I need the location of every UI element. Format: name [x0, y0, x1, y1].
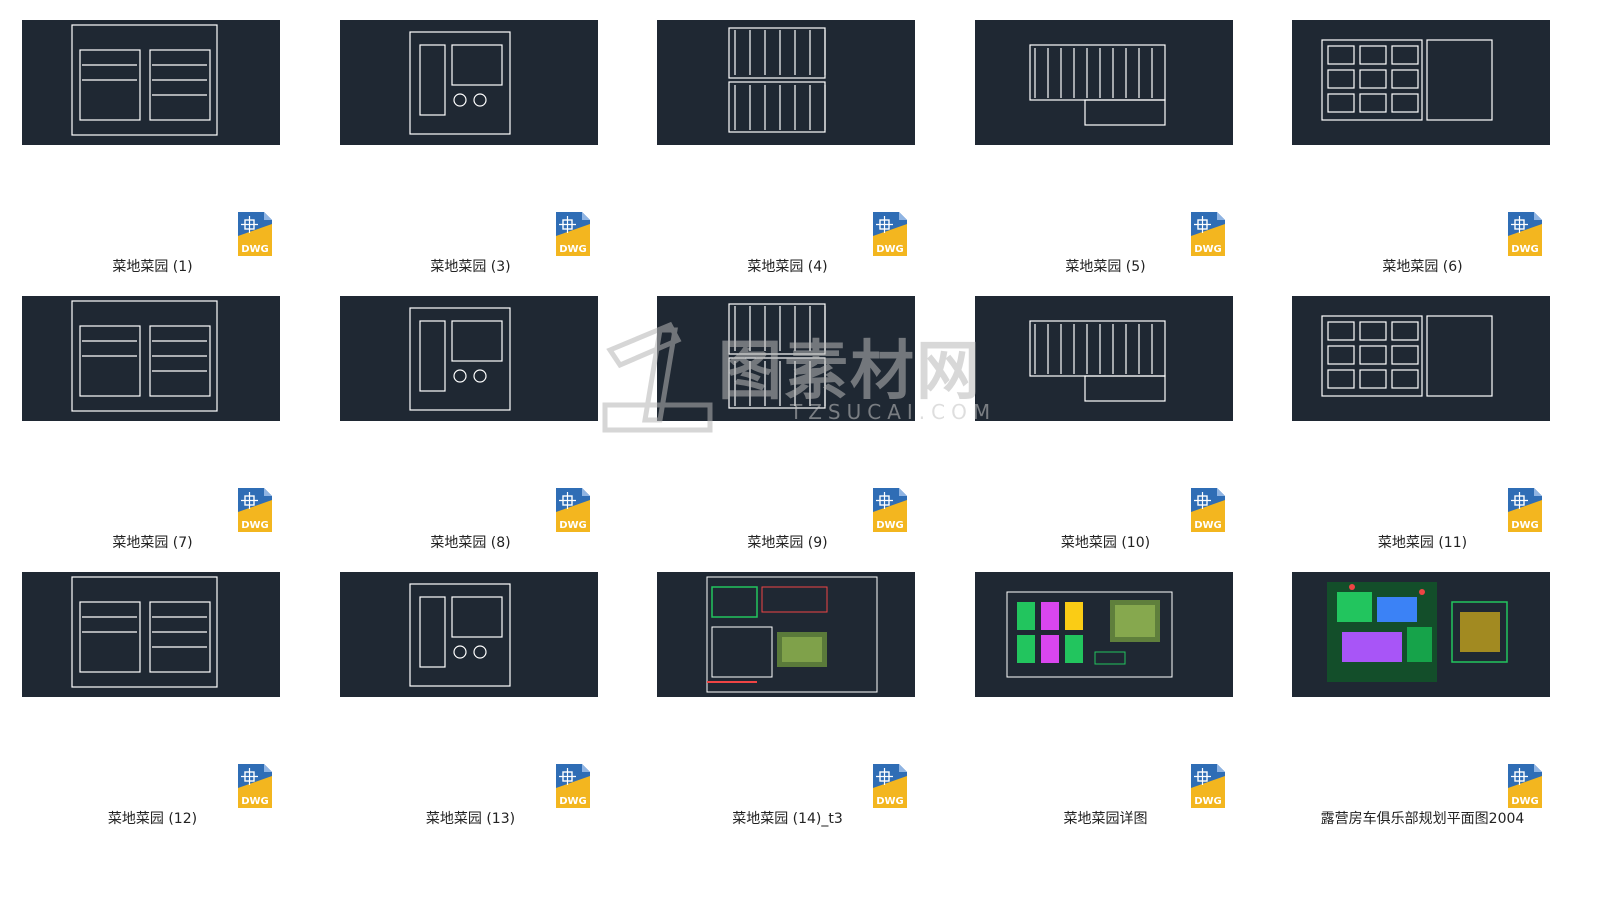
cad-preview	[1029, 44, 1166, 126]
dwg-badge-text: DWG	[241, 796, 269, 807]
file-tile[interactable]: DWG 菜地菜园详图	[953, 552, 1253, 828]
dwg-badge-text: DWG	[1511, 520, 1539, 531]
cad-preview	[1321, 315, 1493, 397]
dwg-file-icon: DWG	[554, 210, 592, 258]
file-tile[interactable]: DWG 菜地菜园 (11)	[1270, 276, 1570, 552]
cad-preview	[409, 583, 511, 687]
file-tile[interactable]: DWG 菜地菜园 (13)	[318, 552, 618, 828]
file-tile[interactable]: DWG 菜地菜园 (4)	[635, 0, 935, 276]
cad-preview	[71, 576, 218, 688]
cad-preview	[1327, 582, 1508, 682]
dwg-badge-text: DWG	[559, 796, 587, 807]
dwg-file-icon: DWG	[1189, 210, 1227, 258]
dwg-file-icon: DWG	[1189, 486, 1227, 534]
file-thumbnail[interactable]	[340, 296, 598, 421]
dwg-file-icon: DWG	[871, 762, 909, 810]
file-name[interactable]: 菜地菜园 (7)	[112, 535, 193, 551]
file-name[interactable]: 菜地菜园 (14)_t3	[732, 811, 843, 827]
dwg-badge-text: DWG	[559, 520, 587, 531]
file-tile[interactable]: DWG 菜地菜园 (5)	[953, 0, 1253, 276]
cad-preview	[706, 576, 878, 693]
cad-preview	[71, 300, 218, 412]
file-name[interactable]: 菜地菜园 (4)	[747, 259, 828, 275]
dwg-file-icon: DWG	[1506, 486, 1544, 534]
dwg-file-icon: DWG	[1506, 210, 1544, 258]
file-tile[interactable]: DWG 菜地菜园 (3)	[318, 0, 618, 276]
file-name[interactable]: 菜地菜园 (5)	[1065, 259, 1146, 275]
dwg-file-icon: DWG	[1506, 762, 1544, 810]
file-thumbnail[interactable]	[1292, 296, 1550, 421]
dwg-badge-text: DWG	[876, 520, 904, 531]
cad-preview	[728, 27, 826, 133]
dwg-file-icon: DWG	[871, 210, 909, 258]
cad-preview	[1006, 591, 1173, 678]
file-tile[interactable]: DWG 菜地菜园 (1)	[0, 0, 300, 276]
file-thumbnail[interactable]	[657, 20, 915, 145]
file-name[interactable]: 菜地菜园 (1)	[112, 259, 193, 275]
file-tile[interactable]: DWG 菜地菜园 (7)	[0, 276, 300, 552]
file-tile[interactable]: DWG 菜地菜园 (8)	[318, 276, 618, 552]
file-thumbnail[interactable]	[22, 20, 280, 145]
cad-preview	[409, 31, 511, 135]
dwg-badge-text: DWG	[1511, 244, 1539, 255]
dwg-file-icon: DWG	[236, 486, 274, 534]
file-thumbnail[interactable]	[975, 572, 1233, 697]
file-tile[interactable]: DWG 菜地菜园 (6)	[1270, 0, 1570, 276]
file-thumbnail[interactable]	[340, 572, 598, 697]
dwg-badge-text: DWG	[241, 520, 269, 531]
dwg-file-icon: DWG	[1189, 762, 1227, 810]
file-tile[interactable]: DWG 菜地菜园 (12)	[0, 552, 300, 828]
dwg-badge-text: DWG	[1194, 244, 1222, 255]
file-thumbnail[interactable]	[657, 572, 915, 697]
dwg-file-icon: DWG	[554, 486, 592, 534]
file-tile[interactable]: DWG 露营房车俱乐部规划平面图2004	[1270, 552, 1570, 828]
file-thumbnail[interactable]	[975, 296, 1233, 421]
file-thumbnail[interactable]	[1292, 20, 1550, 145]
file-thumbnail[interactable]	[975, 20, 1233, 145]
dwg-file-icon: DWG	[871, 486, 909, 534]
cad-preview	[71, 24, 218, 136]
dwg-badge-text: DWG	[1511, 796, 1539, 807]
file-name[interactable]: 菜地菜园 (6)	[1382, 259, 1463, 275]
file-thumbnail[interactable]	[22, 572, 280, 697]
file-tile[interactable]: DWG 菜地菜园 (10)	[953, 276, 1253, 552]
file-name[interactable]: 菜地菜园 (3)	[430, 259, 511, 275]
file-thumbnail[interactable]	[657, 296, 915, 421]
dwg-badge-text: DWG	[559, 244, 587, 255]
cad-preview	[1321, 39, 1493, 121]
dwg-badge-text: DWG	[876, 244, 904, 255]
dwg-badge-text: DWG	[1194, 796, 1222, 807]
dwg-badge-text: DWG	[876, 796, 904, 807]
file-tile[interactable]: DWG 菜地菜园 (9)	[635, 276, 935, 552]
dwg-file-icon: DWG	[236, 210, 274, 258]
file-name[interactable]: 菜地菜园详图	[1063, 811, 1148, 827]
file-tile[interactable]: DWG 菜地菜园 (14)_t3	[635, 552, 935, 828]
dwg-badge-text: DWG	[1194, 520, 1222, 531]
cad-preview	[409, 307, 511, 411]
dwg-file-icon: DWG	[236, 762, 274, 810]
file-thumbnail[interactable]	[340, 20, 598, 145]
dwg-file-icon: DWG	[554, 762, 592, 810]
file-name[interactable]: 菜地菜园 (9)	[747, 535, 828, 551]
file-name[interactable]: 露营房车俱乐部规划平面图2004	[1320, 811, 1525, 827]
file-name[interactable]: 菜地菜园 (11)	[1377, 535, 1468, 551]
cad-preview	[1029, 320, 1166, 402]
file-thumbnail[interactable]	[1292, 572, 1550, 697]
file-name[interactable]: 菜地菜园 (8)	[430, 535, 511, 551]
file-name[interactable]: 菜地菜园 (12)	[107, 811, 198, 827]
file-name[interactable]: 菜地菜园 (13)	[425, 811, 516, 827]
cad-preview	[728, 303, 826, 409]
dwg-badge-text: DWG	[241, 244, 269, 255]
file-name[interactable]: 菜地菜园 (10)	[1060, 535, 1151, 551]
file-thumbnail[interactable]	[22, 296, 280, 421]
